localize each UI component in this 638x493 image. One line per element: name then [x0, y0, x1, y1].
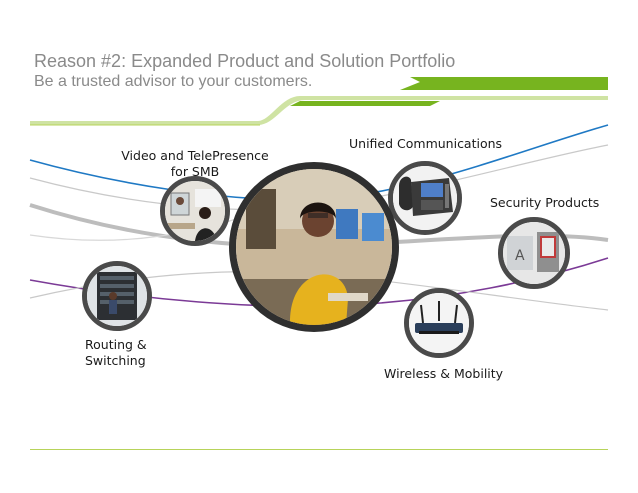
- unified-communications-photo: [388, 161, 462, 235]
- slide-title: Reason #2: Expanded Product and Solution…: [34, 51, 456, 71]
- header-bar-lower: [290, 101, 440, 106]
- label-routing-switching: Routing & Switching: [85, 337, 147, 368]
- slide-subtitle: Be a trusted advisor to your customers.: [34, 73, 313, 90]
- video-telepresence-photo: [160, 176, 230, 246]
- routing-switching-photo: [82, 261, 152, 331]
- footer-divider: [30, 449, 608, 450]
- security-products-photo: A: [498, 217, 570, 289]
- header-bar-light-left: [30, 96, 608, 125]
- center-advisor-photo: [229, 162, 399, 332]
- label-unified-communications: Unified Communications: [349, 136, 503, 151]
- wireless-mobility-photo: [404, 288, 474, 358]
- svg-text:A: A: [515, 248, 525, 264]
- header-bar-dark: [400, 77, 608, 90]
- label-wireless-mobility: Wireless & Mobility: [384, 366, 504, 381]
- label-security-products: Security Products: [490, 195, 600, 210]
- label-video: Video and TelePresence for SMB: [121, 148, 269, 179]
